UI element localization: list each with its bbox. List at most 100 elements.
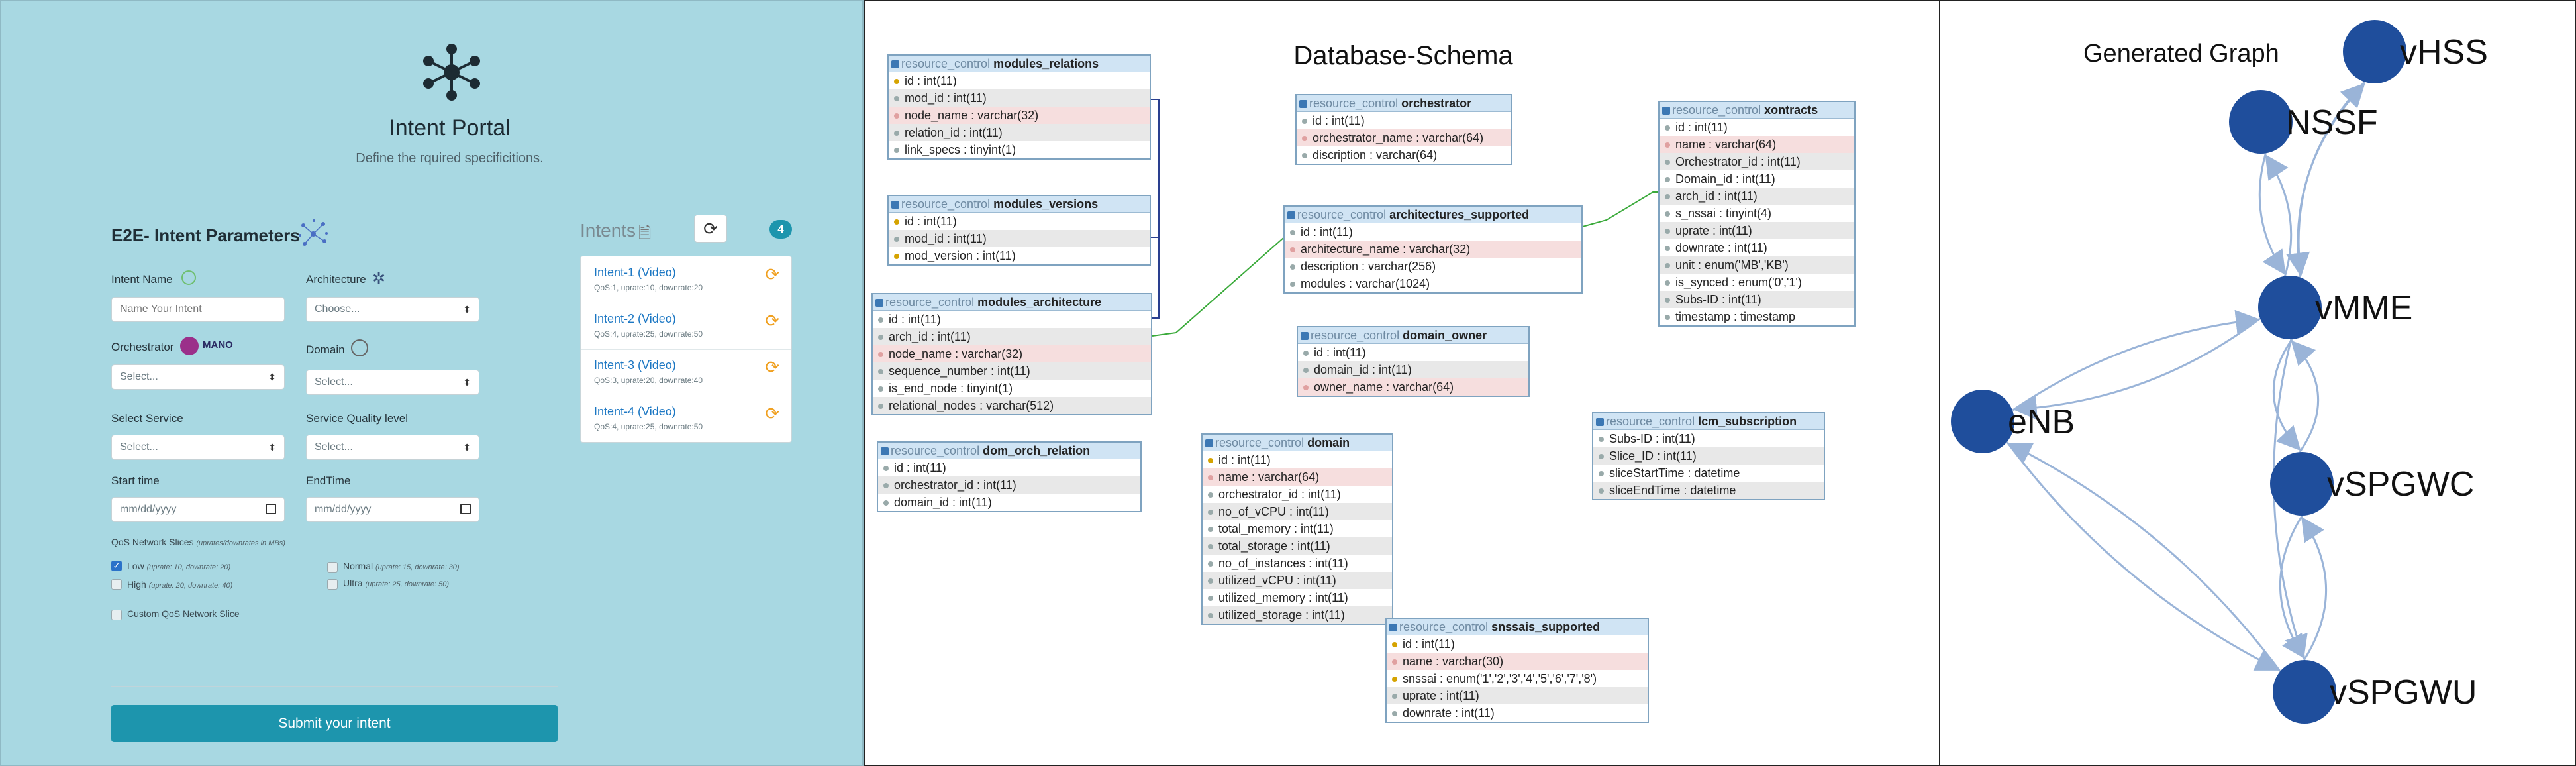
- custom-qos-checkbox[interactable]: [111, 610, 122, 620]
- table-header[interactable]: resource_control dom_orch_relation: [878, 443, 1140, 459]
- list-item[interactable]: Intent-1 (Video) QoS:1, uprate:10, downr…: [581, 256, 791, 303]
- table-column: is_synced : enum('0','1'): [1660, 274, 1854, 291]
- table-schema-prefix: resource_control: [901, 57, 994, 70]
- calendar-icon[interactable]: [266, 504, 276, 514]
- intent-item-name[interactable]: Intent-1 (Video): [594, 266, 676, 279]
- architecture-select[interactable]: Choose...: [306, 297, 479, 322]
- intent-name-label: Intent Name: [111, 273, 173, 286]
- table-icon: [881, 447, 889, 456]
- table-icon: [1389, 624, 1397, 632]
- table-column: id : int(11): [1660, 119, 1854, 136]
- table-schema-prefix: resource_control: [1309, 97, 1402, 110]
- table-column: description : varchar(256): [1285, 258, 1581, 275]
- table-column: uprate : int(11): [1387, 687, 1648, 704]
- intent-item-name[interactable]: Intent-2 (Video): [594, 312, 676, 325]
- graph-node-vspgwc[interactable]: [2270, 452, 2334, 516]
- table-schema-prefix: resource_control: [1672, 103, 1765, 117]
- orchestrator-select[interactable]: Select...: [111, 364, 285, 390]
- section-title: E2E- Intent Parameters: [111, 225, 300, 245]
- graph-node-nssf[interactable]: [2229, 90, 2293, 154]
- table-column: total_memory : int(11): [1203, 520, 1392, 537]
- sync-icon[interactable]: ⟳: [765, 311, 779, 331]
- table-name: domain_owner: [1403, 329, 1487, 342]
- table-column: no_of_instances : int(11): [1203, 555, 1392, 572]
- service-select[interactable]: Select...: [111, 435, 285, 460]
- calendar-icon[interactable]: [460, 504, 471, 514]
- table-header[interactable]: resource_control domain_owner: [1298, 327, 1528, 344]
- graph-edge: [2286, 81, 2365, 277]
- table-column: id : int(11): [1298, 344, 1528, 361]
- qos-ultra-checkbox[interactable]: [327, 579, 338, 590]
- database-schema-panel: Database-Schema resource_control modules…: [864, 0, 1940, 766]
- qos-high-checkbox[interactable]: [111, 579, 122, 590]
- graph-edge: [2012, 317, 2261, 420]
- table-icon: [1299, 100, 1307, 109]
- qos-low-checkbox[interactable]: ✓: [111, 561, 122, 571]
- table-column: arch_id : int(11): [873, 328, 1151, 345]
- table-header[interactable]: resource_control modules_relations: [889, 56, 1150, 72]
- table-column: id : int(11): [1387, 635, 1648, 653]
- table-column: downrate : int(11): [1660, 239, 1854, 256]
- submit-intent-button[interactable]: Submit your intent: [111, 705, 558, 742]
- table-column: domain_id : int(11): [1298, 361, 1528, 378]
- intent-item-name[interactable]: Intent-4 (Video): [594, 405, 676, 418]
- table-column: node_name : varchar(32): [873, 345, 1151, 362]
- graph-node-vspgwu[interactable]: [2273, 660, 2336, 724]
- table-header[interactable]: resource_control modules_versions: [889, 196, 1150, 213]
- qos-title: QoS Network Slices (uprates/downrates in…: [111, 537, 285, 547]
- list-item[interactable]: Intent-4 (Video) QoS:4, uprate:25, downr…: [581, 396, 791, 442]
- refresh-button[interactable]: ⟳: [694, 215, 727, 243]
- table-name: orchestrator: [1401, 97, 1472, 110]
- list-item[interactable]: Intent-3 (Video) QoS:3, uprate:20, downr…: [581, 349, 791, 396]
- table-column: utilized_storage : int(11): [1203, 606, 1392, 624]
- list-item[interactable]: Intent-2 (Video) QoS:4, uprate:25, downr…: [581, 303, 791, 350]
- sync-icon[interactable]: ⟳: [765, 264, 779, 284]
- architecture-icon: ✲: [372, 270, 386, 288]
- table-icon: [891, 60, 899, 69]
- end-time-input[interactable]: mm/dd/yyyy: [306, 497, 479, 522]
- intent-item-name[interactable]: Intent-3 (Video): [594, 358, 676, 372]
- table-column: sliceStartTime : datetime: [1593, 465, 1824, 482]
- table-header[interactable]: resource_control modules_architecture: [873, 294, 1151, 311]
- sync-icon[interactable]: ⟳: [765, 357, 779, 377]
- table-schema-prefix: resource_control: [1311, 329, 1403, 342]
- qos-normal-checkbox[interactable]: [327, 562, 338, 573]
- table-header[interactable]: resource_control architectures_supported: [1285, 207, 1581, 223]
- table-header[interactable]: resource_control orchestrator: [1297, 95, 1511, 112]
- graph-node-vmme[interactable]: [2258, 276, 2322, 339]
- table-column: Subs-ID : int(11): [1660, 291, 1854, 308]
- table-schema-prefix: resource_control: [1399, 620, 1492, 633]
- quality-select[interactable]: Select...: [306, 435, 479, 460]
- schema-table-architectures_supported[interactable]: resource_control architectures_supported…: [1283, 205, 1583, 294]
- graph-node-enb[interactable]: [1951, 390, 2014, 453]
- table-column: no_of_vCPU : int(11): [1203, 503, 1392, 520]
- table-header[interactable]: resource_control snssais_supported: [1387, 619, 1648, 635]
- sync-icon[interactable]: ⟳: [765, 404, 779, 423]
- table-column: total_storage : int(11): [1203, 537, 1392, 555]
- graph-edge: [2272, 339, 2301, 451]
- table-icon: [1287, 211, 1295, 220]
- table-column: unit : enum('MB','KB'): [1660, 256, 1854, 274]
- intent-name-input[interactable]: [111, 297, 285, 322]
- table-column: name : varchar(64): [1660, 136, 1854, 153]
- table-header[interactable]: resource_control xontracts: [1660, 102, 1854, 119]
- domain-select[interactable]: Select...: [306, 370, 479, 395]
- start-time-input[interactable]: mm/dd/yyyy: [111, 497, 285, 522]
- table-header[interactable]: resource_control lcm_subscription: [1593, 413, 1824, 430]
- table-column: Subs-ID : int(11): [1593, 430, 1824, 447]
- table-column: id : int(11): [878, 459, 1140, 476]
- table-name: lcm_subscription: [1698, 415, 1797, 428]
- table-header[interactable]: resource_control domain: [1203, 435, 1392, 451]
- graph-node-vhss[interactable]: [2343, 20, 2406, 83]
- qos-ultra-label: Ultra (uprate: 25, downrate: 50): [343, 578, 450, 588]
